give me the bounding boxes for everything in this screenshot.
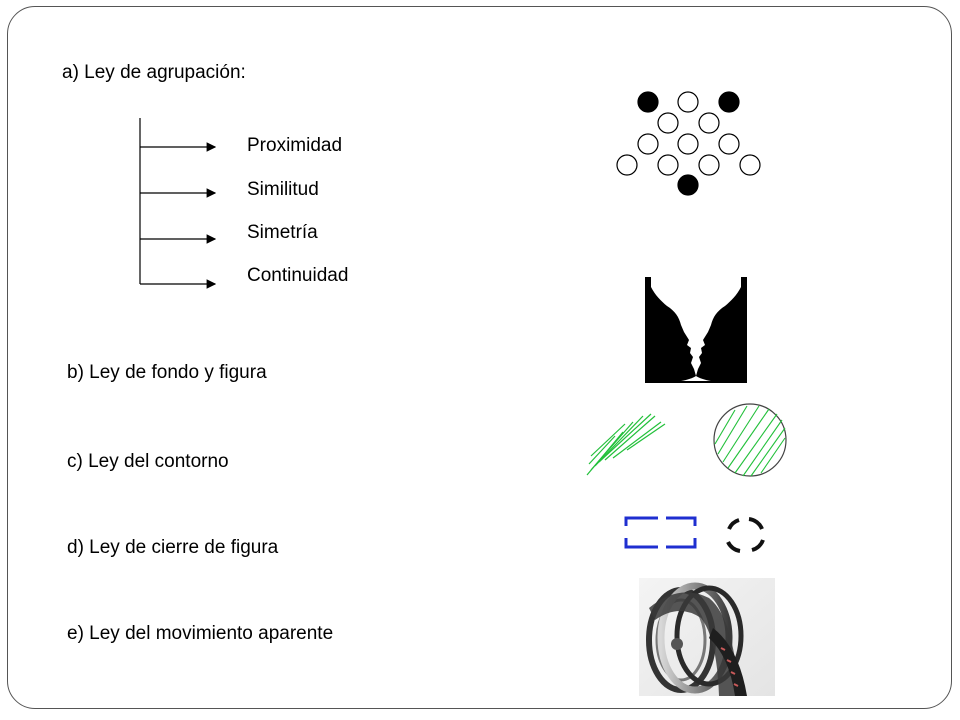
grouping-item-proximidad: Proximidad <box>247 135 343 156</box>
slide-frame <box>7 6 952 709</box>
law-grouping-title: a) Ley de agrupación: <box>62 62 246 83</box>
law-closure-title: d) Ley de cierre de figura <box>67 537 279 558</box>
law-apparent-motion-title: e) Ley del movimiento aparente <box>67 623 334 644</box>
law-contour-title: c) Ley del contorno <box>67 451 229 472</box>
film-reel-icon <box>639 578 775 696</box>
grouping-item-continuidad: Continuidad <box>247 265 349 286</box>
rubin-vase-icon <box>645 277 747 383</box>
hatched-contour-icon <box>586 403 787 477</box>
grouping-item-simetria: Simetría <box>247 222 318 243</box>
law-figure-ground-title: b) Ley de fondo y figura <box>67 362 267 383</box>
grouping-bracket-arrows <box>139 118 217 289</box>
proximity-dots-icon <box>616 91 761 196</box>
grouping-item-similitud: Similitud <box>247 179 319 200</box>
closure-shapes-icon <box>624 516 765 553</box>
